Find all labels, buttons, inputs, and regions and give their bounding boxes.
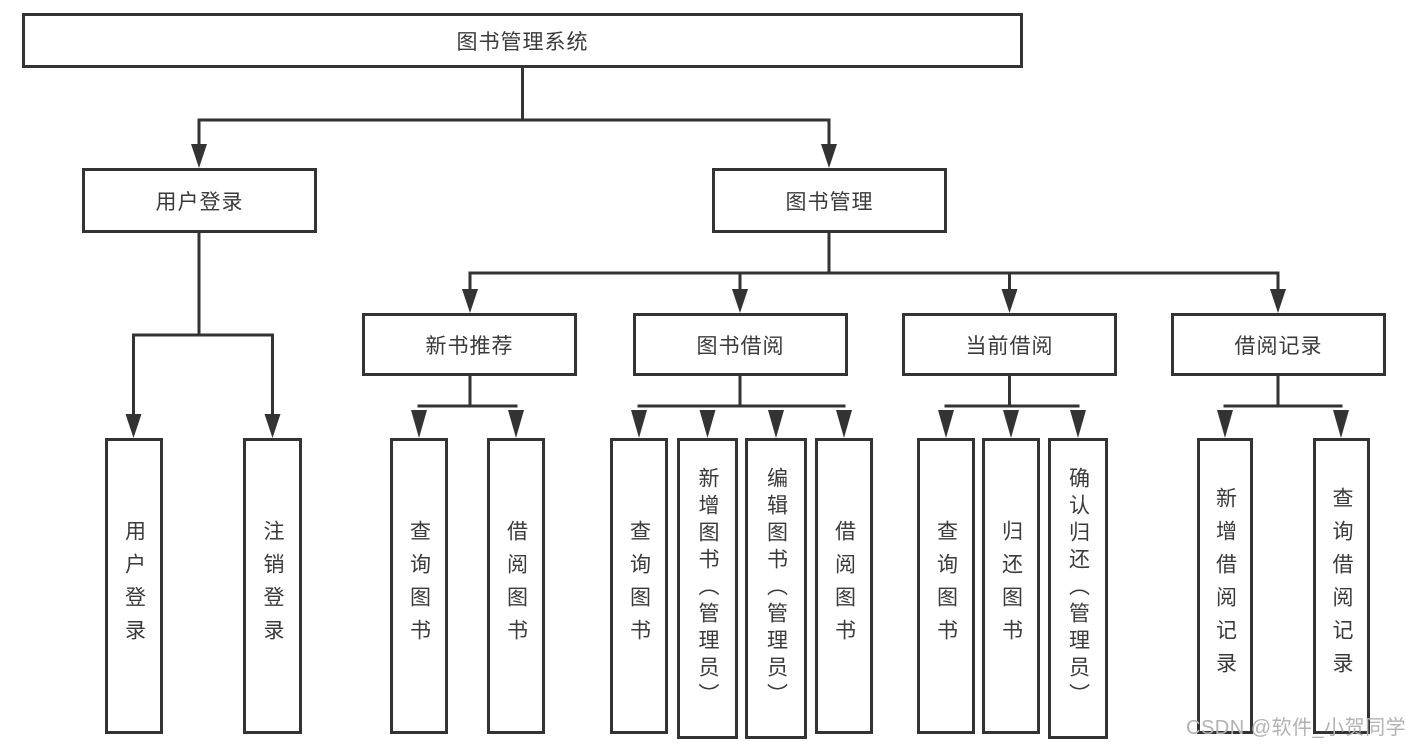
leaf-confirm-return-admin: 确认归还（管理员） (1048, 438, 1108, 739)
leaf-add-borrow-record: 新增借阅记录 (1197, 438, 1253, 734)
leaf-edit-book-admin: 编辑图书（管理员） (745, 438, 807, 739)
node-current-borrowing: 当前借阅 (902, 313, 1117, 376)
leaf-query-books-borrowing: 查询图书 (610, 438, 668, 734)
leaf-query-borrow-record: 查询借阅记录 (1313, 438, 1370, 734)
node-library-management-system: 图书管理系统 (22, 13, 1023, 68)
leaf-query-books-current: 查询图书 (917, 438, 975, 734)
leaf-borrow-books-borrowing: 借阅图书 (815, 438, 873, 734)
leaf-add-book-admin: 新增图书（管理员） (677, 438, 738, 739)
leaf-return-books: 归还图书 (982, 438, 1040, 734)
leaf-logout: 注销登录 (243, 438, 302, 734)
node-user-login: 用户登录 (82, 168, 317, 233)
leaf-query-books-recommend: 查询图书 (390, 438, 448, 734)
node-borrowing-records: 借阅记录 (1171, 313, 1386, 376)
node-new-book-recommend: 新书推荐 (362, 313, 577, 376)
csdn-watermark: CSDN @软件_小贺同学 (1186, 717, 1405, 739)
node-book-borrowing: 图书借阅 (633, 313, 848, 376)
leaf-borrow-books-recommend: 借阅图书 (487, 438, 545, 734)
leaf-user-login: 用户登录 (105, 438, 163, 734)
node-book-management: 图书管理 (712, 168, 947, 233)
